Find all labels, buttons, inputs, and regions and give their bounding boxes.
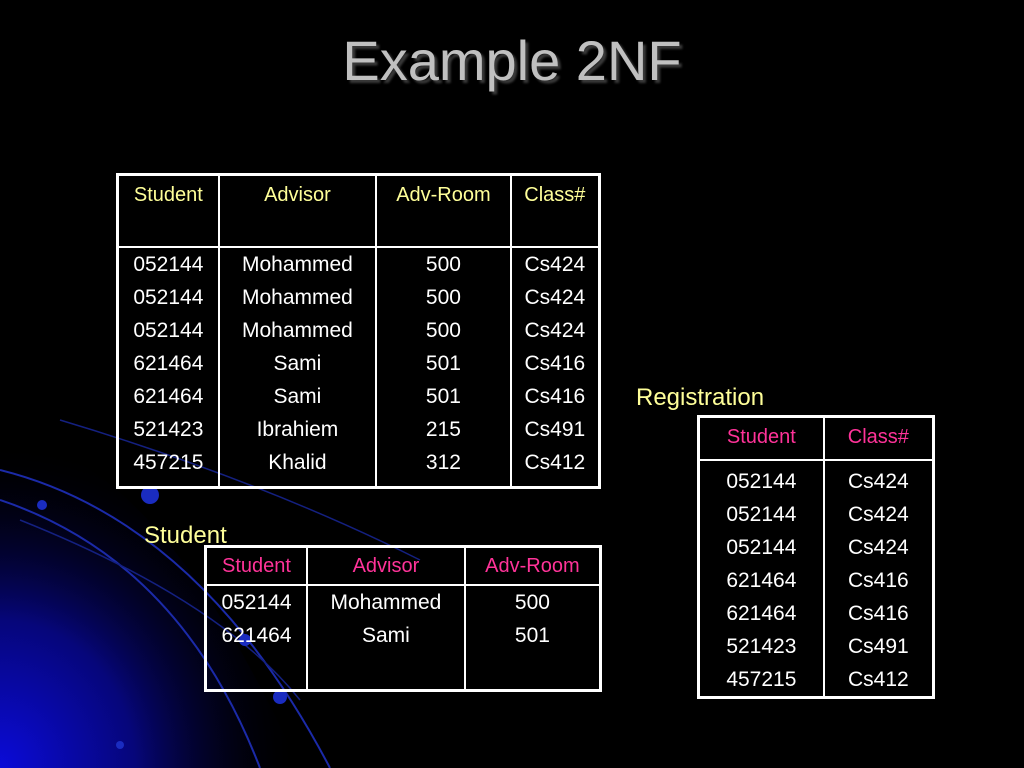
table-cell: Cs424 <box>524 318 586 342</box>
header-adv-room: Adv-Room <box>463 545 602 586</box>
table-header-row: Student Class# <box>697 415 935 461</box>
header-advisor: Advisor <box>305 545 466 586</box>
table-cell: 052144 <box>726 469 797 493</box>
table-cell: Sami <box>273 351 322 375</box>
column-student: 052144 052144 052144 621464 621464 521423 4572… <box>116 245 220 488</box>
table-cell: 621464 <box>133 351 204 375</box>
swoosh-arc-1 <box>0 469 331 768</box>
table-cell: Cs424 <box>524 285 586 309</box>
table-cell: 621464 <box>726 568 797 592</box>
header-advisor: Advisor <box>217 173 378 248</box>
table-cell: Cs424 <box>848 535 909 559</box>
header-class: Class# <box>822 415 935 461</box>
student-caption: Student <box>144 522 227 549</box>
header-class: Class# <box>509 173 601 248</box>
table-cell: Cs491 <box>524 417 586 441</box>
table-cell: 521423 <box>133 417 204 441</box>
table-cell: 501 <box>425 351 461 375</box>
table-cell: 501 <box>425 384 461 408</box>
table-cell: 312 <box>425 450 461 474</box>
column-student: 052144 052144 052144 621464 621464 521423 4572… <box>697 458 825 698</box>
table-cell: 500 <box>425 285 461 309</box>
table-cell: 501 <box>514 623 550 647</box>
header-adv-room: Adv-Room <box>375 173 512 248</box>
table-cell: Cs412 <box>524 450 586 474</box>
table-cell: 052144 <box>133 252 204 276</box>
table-cell: 500 <box>425 318 461 342</box>
registration-caption: Registration <box>636 384 765 411</box>
decor-dot <box>141 486 159 504</box>
table-cell: 621464 <box>726 601 797 625</box>
decor-dot <box>116 741 124 749</box>
table-cell: Cs416 <box>848 568 909 592</box>
decor-dot <box>273 690 287 704</box>
table-cell: 521423 <box>726 634 797 658</box>
table-header-row: Student Advisor Adv-Room <box>204 545 602 586</box>
table-cell: Sami <box>273 384 322 408</box>
table-cell: Ibrahiem <box>256 417 339 441</box>
slide-title: Example 2NF <box>342 29 682 92</box>
table-header-row: Student Advisor Adv-Room Class# <box>116 173 601 248</box>
table-cell: Cs424 <box>848 469 909 493</box>
table-cell: 500 <box>514 590 550 614</box>
table-cell: Cs424 <box>848 502 909 526</box>
decor-dot <box>37 500 47 510</box>
table-cell: 052144 <box>133 318 204 342</box>
column-adv-room: 500 500 500 501 501 215 312 <box>375 245 512 488</box>
header-student: Student <box>697 415 825 461</box>
table-cell: 500 <box>425 252 461 276</box>
header-student: Student <box>116 173 220 248</box>
table-cell: 457215 <box>133 450 204 474</box>
table-body-row: 052144 052144 052144 621464 621464 521423 4572… <box>116 245 601 488</box>
table-cell: Cs416 <box>848 601 909 625</box>
table-cell: 052144 <box>726 535 797 559</box>
table-cell: Mohammed <box>241 285 353 309</box>
table-cell: 621464 <box>221 623 292 647</box>
registration-table: Student Class# 052144 052144 052144 621464 6… <box>697 415 935 699</box>
table-cell: Cs416 <box>524 384 586 408</box>
table-cell: Mohammed <box>241 318 353 342</box>
table-cell: 052144 <box>726 502 797 526</box>
table-cell: Cs424 <box>524 252 586 276</box>
table-cell: Mohammed <box>330 590 442 614</box>
table-cell: 052144 <box>221 590 292 614</box>
table-cell: Cs416 <box>524 351 586 375</box>
swoosh-arc-2 <box>0 499 261 768</box>
header-student: Student <box>204 545 308 586</box>
table-body-row: 052144 052144 052144 621464 621464 521423 4572… <box>697 458 935 698</box>
table-cell: Cs491 <box>848 634 909 658</box>
table-cell: Mohammed <box>241 252 353 276</box>
table-cell: 621464 <box>133 384 204 408</box>
table-cell: 457215 <box>726 667 797 691</box>
column-student: 052144 621464 <box>204 583 308 691</box>
table-cell: Khalid <box>268 450 327 474</box>
student-table: Student Advisor Adv-Room 052144 621464 Mo… <box>204 545 602 692</box>
table-cell: Cs412 <box>848 667 909 691</box>
table-cell: Sami <box>361 623 410 647</box>
table-cell: 052144 <box>133 285 204 309</box>
table-cell: 215 <box>425 417 461 441</box>
